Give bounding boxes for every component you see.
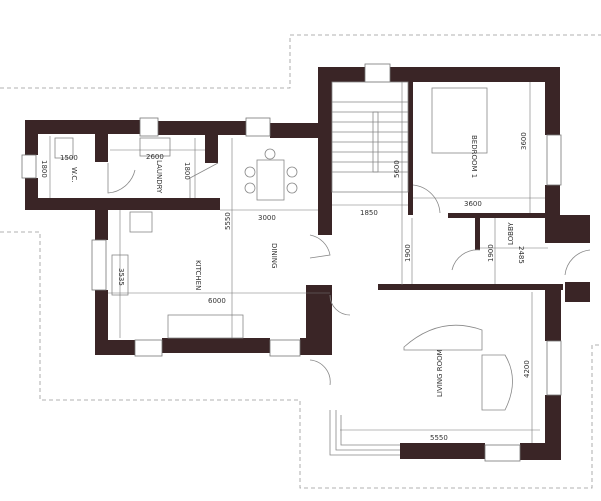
site-boundary xyxy=(0,34,601,489)
dim-laundry-height: 1800 xyxy=(183,162,191,180)
dim-bedroom-height: 3600 xyxy=(520,132,528,150)
furniture xyxy=(54,81,513,411)
dim-lobby-height: 1900 xyxy=(487,244,495,262)
sofa xyxy=(403,324,483,351)
doors xyxy=(107,162,591,386)
room-label-dining: DINING xyxy=(270,243,278,268)
dim-lobby-width: 2485 xyxy=(517,246,525,264)
dim-dining-height: 5550 xyxy=(224,212,232,230)
dim-bedroom-width: 3600 xyxy=(464,200,482,208)
dimension-lines xyxy=(49,82,548,443)
windows xyxy=(21,63,562,462)
room-label-laundry: LAUNDRY xyxy=(155,160,163,194)
dim-wc-height: 1800 xyxy=(40,160,48,178)
dim-living-width: 5550 xyxy=(430,434,448,442)
room-labels: W.C. LAUNDRY KITCHEN DINING BEDROOM 1 LO… xyxy=(70,135,515,397)
room-label-living: LIVING ROOM xyxy=(436,349,444,397)
cooktop xyxy=(129,211,153,233)
dim-laundry-width: 2600 xyxy=(146,153,164,161)
room-label-lobby: LOBBY xyxy=(507,222,515,245)
kitchen-island xyxy=(167,314,244,339)
stairs xyxy=(331,81,409,193)
dim-kitchen-bench: 3535 xyxy=(117,268,125,286)
room-label-bedroom: BEDROOM 1 xyxy=(470,135,478,178)
dim-dining-width: 3000 xyxy=(258,214,276,222)
room-label-kitchen: KITCHEN xyxy=(194,260,202,290)
walls xyxy=(25,67,590,460)
dimension-labels: 1800 1500 2600 1800 5550 3000 3535 6000 … xyxy=(40,132,531,442)
bed xyxy=(431,87,488,154)
dim-stair-width: 1850 xyxy=(360,209,378,217)
dim-hall-height: 1900 xyxy=(404,244,412,262)
dim-living-height: 4200 xyxy=(523,360,531,378)
basin xyxy=(54,137,74,159)
dim-stair-height: 5600 xyxy=(393,160,401,178)
dim-wc-width: 1500 xyxy=(60,154,78,162)
sofa-2 xyxy=(481,354,513,411)
laundry-tub xyxy=(139,137,171,157)
room-label-wc: W.C. xyxy=(70,167,78,182)
dim-kitchen-width: 6000 xyxy=(208,297,226,305)
dining-table xyxy=(256,159,285,201)
